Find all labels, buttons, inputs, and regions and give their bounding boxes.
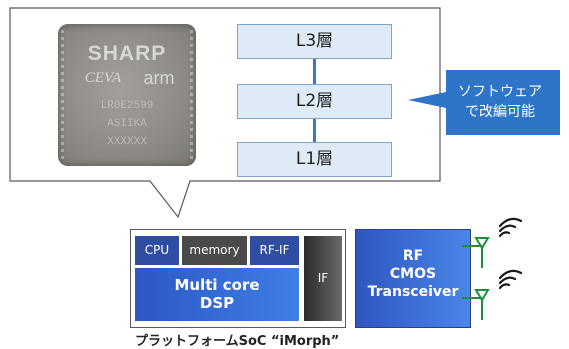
layer-l3-box: L3層 <box>237 24 392 59</box>
signal-waves-icon <box>498 269 523 290</box>
antenna-icon <box>462 289 490 320</box>
chip-marking-1: LR0E2599 <box>100 100 154 112</box>
soc-caption: プラットフォームSoC “iMorph” <box>135 334 340 349</box>
software-callout-text: ソフトウェア で改編可能 <box>447 82 553 122</box>
signal-waves-icon <box>498 217 523 238</box>
rf-label-line1: RF <box>402 248 424 264</box>
rf-transceiver-block: RF CMOS Transceiver <box>355 229 471 328</box>
chip-marking-2: ASIIKA <box>107 118 147 130</box>
cpu-block: CPU <box>135 236 179 265</box>
chip-marking-3: XXXXXX <box>107 136 147 148</box>
rf-if-block: RF-IF <box>250 236 299 265</box>
rf-label-line3: Transceiver <box>367 284 459 300</box>
multicore-dsp-block: Multi core DSP <box>135 268 299 321</box>
layer-l2-box: L2層 <box>237 84 392 119</box>
software-callout-line2: で改編可能 <box>465 104 535 120</box>
layer-connector-upper <box>313 59 316 84</box>
memory-block: memory <box>182 236 247 265</box>
chip-logo-arm: arm <box>143 68 175 88</box>
antennas <box>462 217 523 320</box>
chip-logo-ceva: CEVA <box>84 70 122 86</box>
chip-pins-right <box>190 30 193 160</box>
layer-l1-box: L1層 <box>237 142 392 177</box>
dsp-label-line1: Multi core <box>174 276 260 294</box>
software-callout-shape <box>408 70 560 135</box>
dsp-label-line2: DSP <box>199 294 235 312</box>
software-callout-line1: ソフトウェア <box>458 84 542 100</box>
antenna-icon <box>462 237 490 268</box>
if-block: IF <box>304 236 342 321</box>
chip-brand-logo: SHARP <box>87 42 167 65</box>
chip-photo: SHARP CEVA arm LR0E2599 ASIIKA XXXXXX <box>58 24 196 166</box>
rf-label-line2: CMOS <box>389 266 437 282</box>
layer-connector-lower <box>313 119 316 142</box>
chip-pins-left <box>61 30 64 160</box>
